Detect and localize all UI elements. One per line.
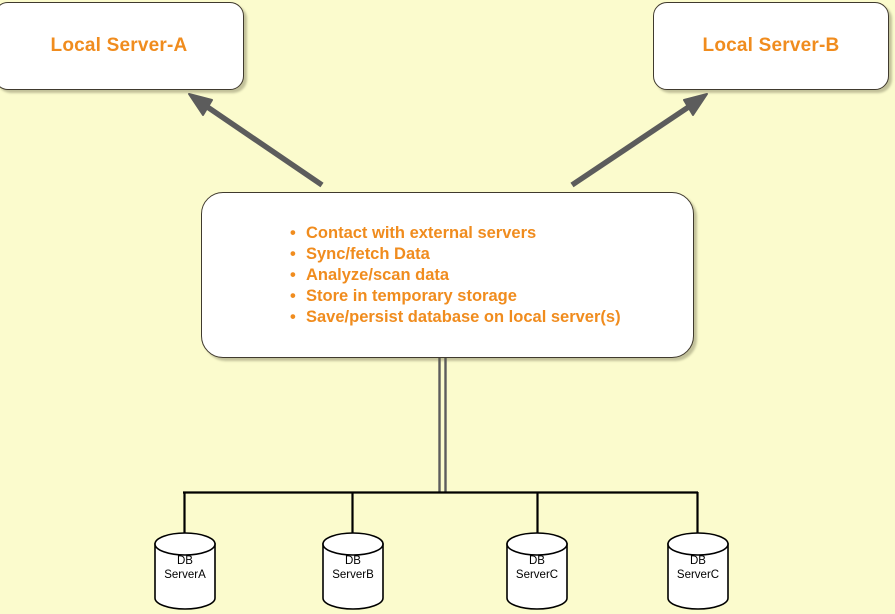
node-db-server-c-2[interactable]: DB ServerC bbox=[667, 532, 729, 610]
local-server-b-label: Local Server-B bbox=[702, 35, 840, 56]
arrow-to-server-b bbox=[570, 93, 708, 188]
task-label: Store in temporary storage bbox=[306, 286, 517, 305]
cylinder-icon bbox=[667, 532, 729, 610]
task-label: Contact with external servers bbox=[306, 223, 537, 242]
task-list-item: • Sync/fetch Data bbox=[290, 244, 621, 265]
task-label: Sync/fetch Data bbox=[306, 244, 430, 263]
node-db-server-c-1[interactable]: DB ServerC bbox=[506, 532, 568, 610]
task-list-item: • Analyze/scan data bbox=[290, 265, 621, 286]
task-list: • Contact with external servers • Sync/f… bbox=[202, 223, 621, 328]
task-list-item: • Save/persist database on local server(… bbox=[290, 307, 621, 328]
task-list-item: • Store in temporary storage bbox=[290, 286, 621, 307]
process-to-bus-connector bbox=[438, 358, 447, 492]
local-server-a-label: Local Server-A bbox=[50, 35, 188, 56]
task-list-item: • Contact with external servers bbox=[290, 223, 621, 244]
task-label: Analyze/scan data bbox=[306, 265, 450, 284]
bus-drop-lines bbox=[183, 492, 699, 556]
node-db-server-a[interactable]: DB ServerA bbox=[154, 532, 216, 610]
node-process-box[interactable]: • Contact with external servers • Sync/f… bbox=[201, 192, 694, 358]
bullet-icon: • bbox=[290, 265, 296, 284]
bullet-icon: • bbox=[290, 307, 296, 326]
node-local-server-a[interactable]: Local Server-A bbox=[0, 2, 244, 90]
node-db-server-b[interactable]: DB ServerB bbox=[322, 532, 384, 610]
bullet-icon: • bbox=[290, 223, 296, 242]
node-local-server-b[interactable]: Local Server-B bbox=[653, 2, 889, 90]
bullet-icon: • bbox=[290, 286, 296, 305]
cylinder-icon bbox=[154, 532, 216, 610]
bullet-icon: • bbox=[290, 244, 296, 263]
task-label: Save/persist database on local server(s) bbox=[306, 307, 621, 326]
cylinder-icon bbox=[506, 532, 568, 610]
cylinder-icon bbox=[322, 532, 384, 610]
arrow-to-server-a bbox=[188, 93, 324, 188]
